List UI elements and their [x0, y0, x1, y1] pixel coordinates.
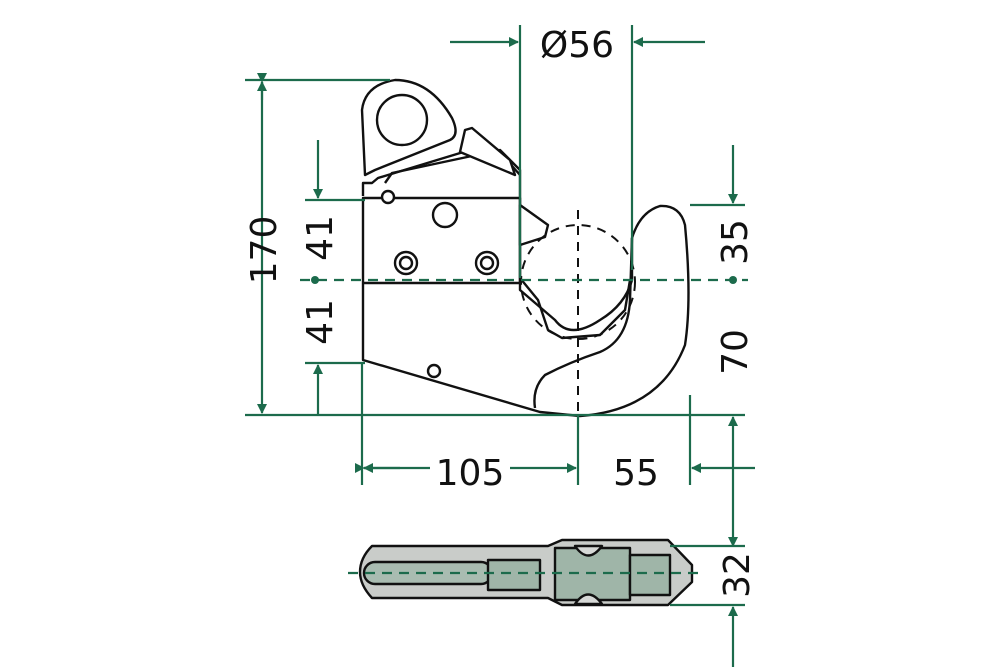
bolt-inner — [479, 255, 495, 271]
rivet — [426, 363, 442, 379]
dim-hook-top: 35 — [715, 219, 756, 265]
lever-eye — [375, 93, 429, 147]
rivet — [380, 189, 396, 205]
hook-body — [361, 196, 690, 418]
dim-hook-length: 55 — [613, 453, 659, 494]
hook-top-view — [348, 538, 700, 607]
dim-total-height: 170 — [244, 216, 285, 285]
top-view-notches — [573, 544, 604, 606]
dimension-lines — [245, 25, 755, 667]
dim-hook-bottom: 70 — [715, 329, 756, 375]
pivot-hole — [431, 201, 459, 229]
pin-circle-dashed — [520, 224, 636, 340]
bolt-inner — [398, 255, 414, 271]
hook-throat — [519, 277, 632, 340]
dim-thickness: 32 — [717, 552, 758, 598]
dim-upper-offset: 41 — [300, 215, 341, 261]
top-view-hook-tip — [628, 553, 672, 597]
latch-tooth — [518, 203, 550, 247]
top-view-shank — [486, 558, 542, 592]
dim-lower-offset: 41 — [300, 299, 341, 345]
dim-body-length: 105 — [436, 453, 505, 494]
lever-tab — [458, 126, 517, 177]
hook-side-view — [360, 78, 690, 418]
dim-pin-diameter: Ø56 — [540, 25, 614, 66]
